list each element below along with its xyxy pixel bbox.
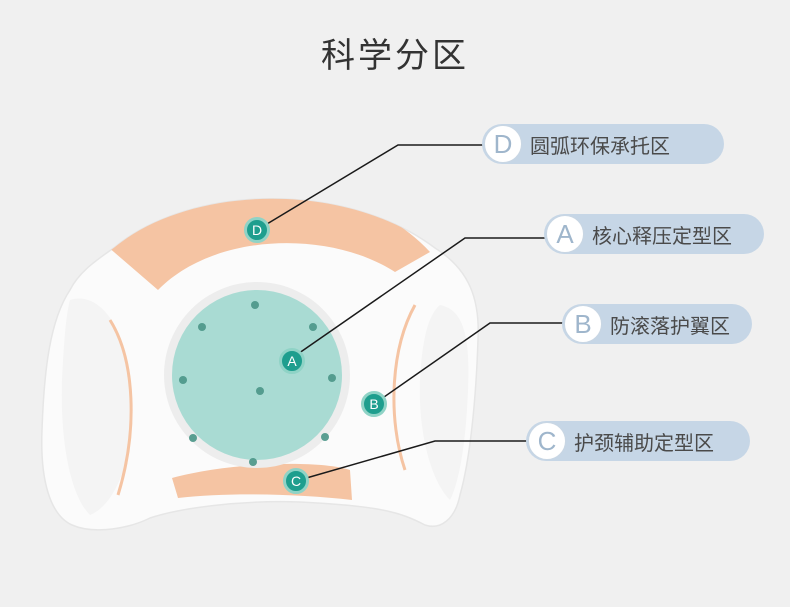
zone-b-label: 防滚落护翼区	[610, 313, 730, 338]
label-zone-d: D 圆弧环保承托区	[482, 124, 724, 164]
letter-b-icon: B	[564, 305, 602, 343]
right-wing	[419, 305, 469, 500]
zone-c-arc	[172, 463, 352, 500]
label-zone-a: A 核心释压定型区	[544, 214, 764, 254]
letter-a-icon: A	[546, 215, 584, 253]
label-zone-c: C 护颈辅助定型区	[526, 421, 750, 461]
letter-d-icon: D	[484, 125, 522, 163]
zone-d-label: 圆弧环保承托区	[530, 133, 670, 158]
zone-a-label: 核心释压定型区	[592, 223, 732, 248]
zone-c-label: 护颈辅助定型区	[574, 430, 714, 455]
leader-a	[291, 237, 562, 359]
marker-c: C	[283, 468, 309, 494]
marker-d: D	[244, 217, 270, 243]
leader-d	[256, 144, 498, 231]
letter-c-icon: C	[528, 422, 566, 460]
page-title: 科学分区	[321, 36, 469, 76]
core-dots	[179, 301, 336, 466]
label-zone-b: B 防滚落护翼区	[562, 304, 752, 344]
leader-c	[295, 440, 540, 482]
left-wing-line	[108, 319, 133, 496]
core-zone	[172, 290, 342, 460]
left-wing	[61, 298, 133, 515]
marker-a: A	[279, 348, 305, 374]
leader-b	[373, 322, 575, 405]
marker-b: B	[361, 391, 387, 417]
